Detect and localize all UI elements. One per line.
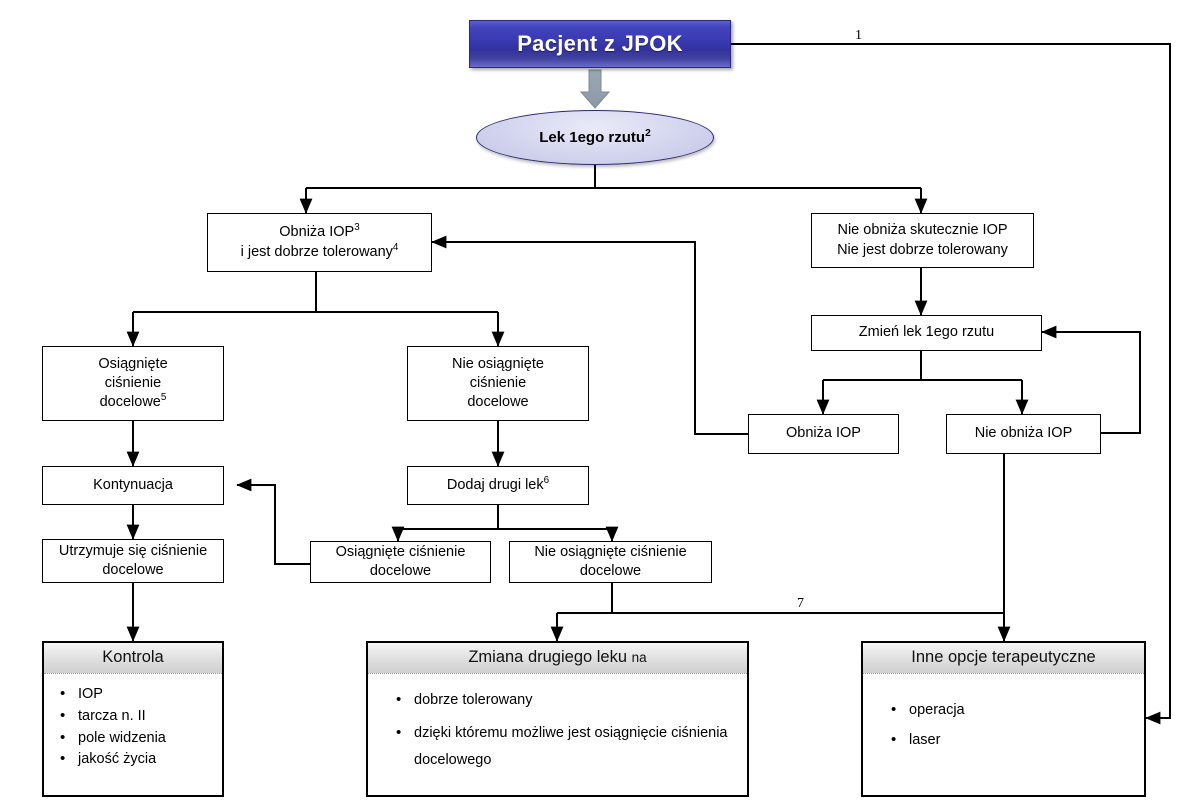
panel-inne-opcje-body: operacja laser: [863, 674, 1144, 795]
panel-inne-opcje-header: Inne opcje terapeutyczne: [863, 643, 1144, 674]
box-not-lowering-iop: Nie obniża IOP: [946, 414, 1101, 454]
not-lowering-iop-label: Nie obniża IOP: [974, 425, 1073, 442]
title-banner: Pacjent z JPOK: [469, 20, 731, 68]
panel-kontrola-body: IOP tarcza n. II pole widzenia jakość ży…: [44, 674, 222, 795]
first-line-drug-ellipse: Lek 1ego rzutu2: [476, 110, 714, 165]
panel-inne-opcje: Inne opcje terapeutyczne operacja laser: [861, 641, 1146, 797]
box-continuation: Kontynuacja: [42, 466, 224, 505]
change-first-line-drug-label: Zmień lek 1ego rzutu: [858, 324, 995, 341]
box-lowers-iop-tolerated: Obniża IOP3 i jest dobrze tolerowany4: [207, 213, 432, 272]
wire-label-seven: 7: [797, 596, 804, 611]
box-change-first-line-drug: Zmień lek 1ego rzutu: [811, 315, 1042, 351]
lowers-iop-label: Obniża IOP: [786, 425, 861, 442]
continuation-label: Kontynuacja: [93, 476, 173, 493]
box-target-pressure-not-reached: Nie osiągnięte ciśnienie docelowe: [407, 346, 589, 421]
list-item: dzięki któremu możliwe jest osiągnięcie …: [394, 719, 739, 774]
box-not-effective-not-tolerated: Nie obniża skutecznie IOP Nie jest dobrz…: [811, 213, 1034, 268]
box-lowers-iop: Obniża IOP: [748, 414, 899, 454]
first-line-drug-label: Lek 1ego rzutu2: [539, 128, 651, 146]
title-banner-label: Pacjent z JPOK: [517, 31, 683, 56]
panel-kontrola-header: Kontrola: [44, 643, 222, 674]
box-target-pressure-reached: Osiągnięte ciśnienie docelowe5: [42, 346, 224, 421]
panel-zmiana-drugiego-leku: Zmiana drugiego leku na dobrze tolerowan…: [366, 641, 749, 797]
panel-zmiana-header: Zmiana drugiego leku na: [368, 643, 747, 674]
panel-kontrola: Kontrola IOP tarcza n. II pole widzenia …: [42, 641, 224, 797]
panel-zmiana-body: dobrze tolerowany dzięki któremu możliwe…: [368, 674, 747, 795]
list-item: laser: [889, 729, 1136, 752]
wire-label-one: 1: [855, 28, 862, 43]
list-item: dobrze tolerowany: [394, 689, 739, 712]
box-add-second-drug: Dodaj drugi lek6: [407, 466, 589, 505]
box-second-target-reached: Osiągnięte ciśnienie docelowe: [310, 541, 491, 583]
list-item: operacja: [889, 699, 1136, 722]
wire-second-reached-to-continuation: [236, 478, 310, 565]
list-item: jakość życia: [58, 748, 214, 771]
box-pressure-maintained: Utrzymuje się ciśnienie docelowe: [42, 539, 224, 583]
list-item: tarcza n. II: [58, 705, 214, 728]
list-item: IOP: [58, 683, 214, 706]
wire-title-to-other-options: [731, 43, 1171, 725]
list-item: pole widzenia: [58, 727, 214, 750]
banner-to-ellipse-arrow: [579, 69, 611, 109]
box-second-target-not-reached: Nie osiągnięte ciśnienie docelowe: [509, 541, 712, 583]
